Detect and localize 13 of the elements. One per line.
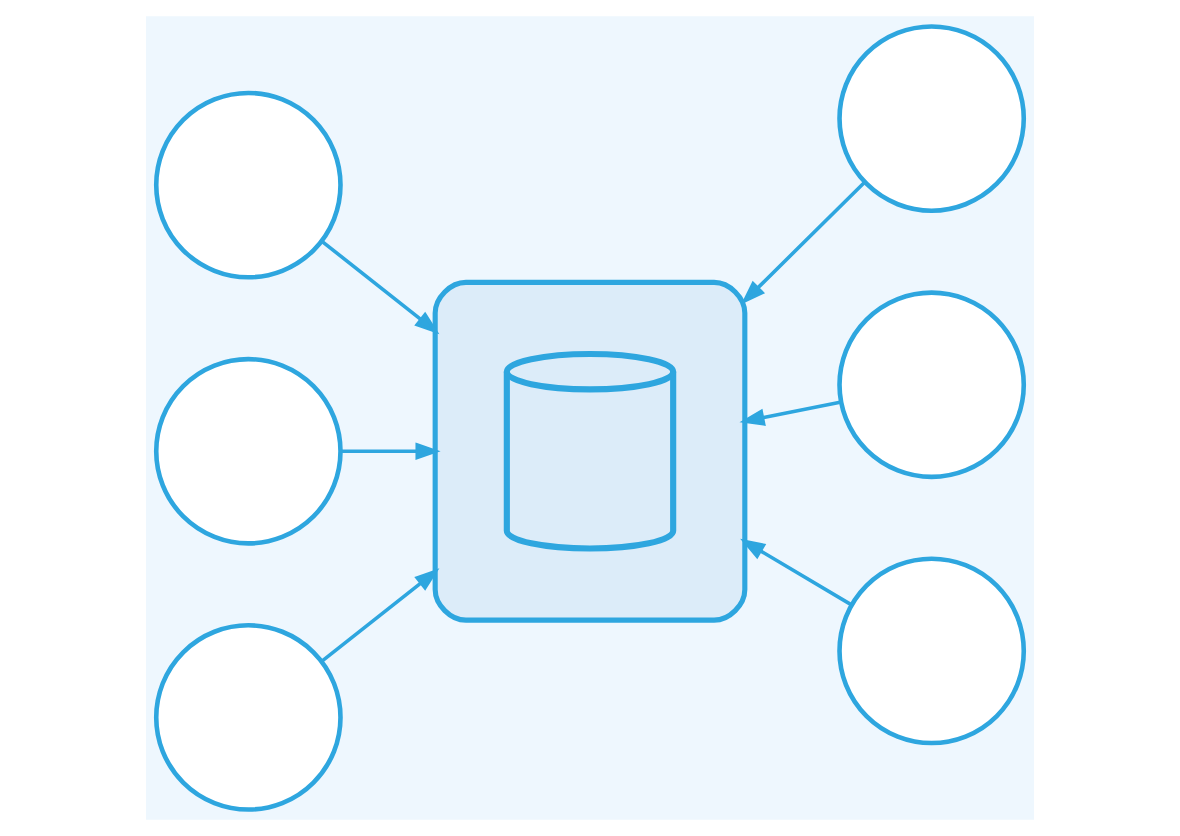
node-circle [153,356,343,546]
arrow [321,568,440,663]
arrow [321,240,440,335]
arrow [740,538,852,606]
node-circle [837,556,1027,746]
node-circle [837,24,1027,213]
node-circle [837,290,1027,480]
arrow [739,400,841,426]
node-circle [153,623,343,812]
arrow [341,442,441,461]
arrow [740,181,866,305]
cluster [432,279,748,623]
node-circle [153,90,343,280]
